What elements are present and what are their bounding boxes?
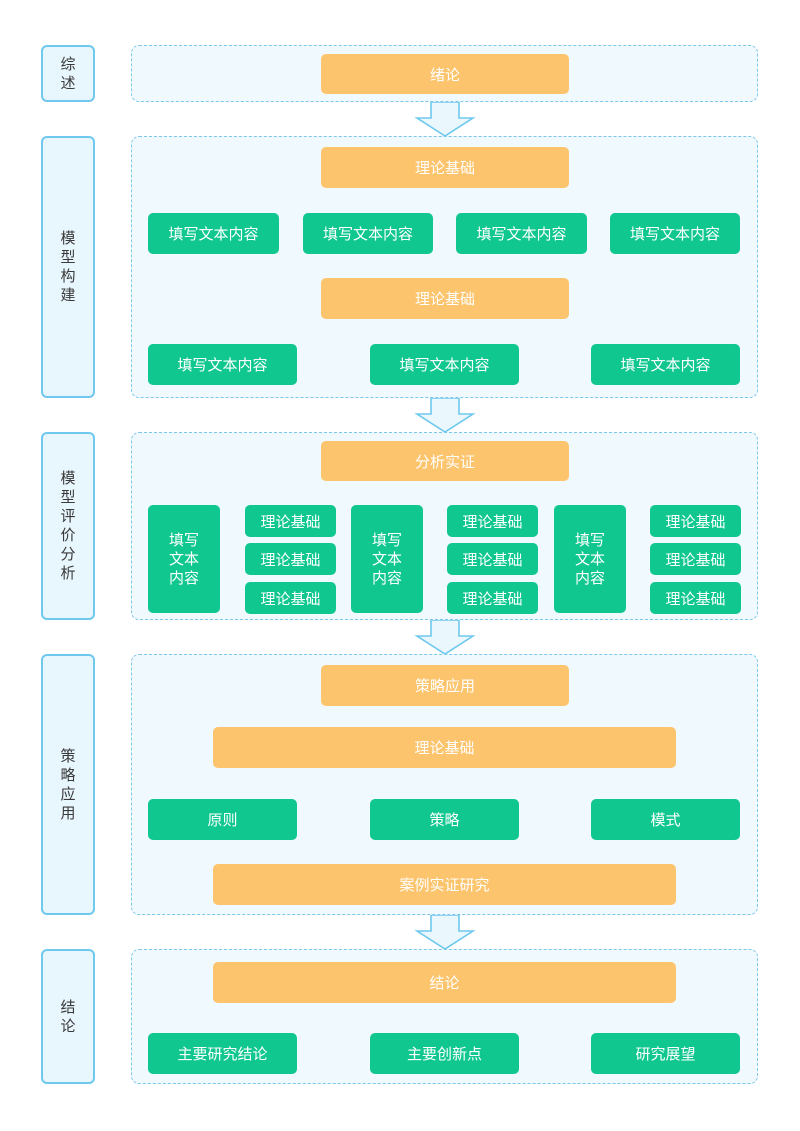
box-principle: 原则 bbox=[148, 799, 297, 840]
box-content-row2-3: 填写文本内容 bbox=[591, 344, 740, 385]
box-eval-group2-item3: 理论基础 bbox=[447, 582, 538, 614]
box-case-study: 案例实证研究 bbox=[213, 864, 676, 905]
box-main-findings: 主要研究结论 bbox=[148, 1033, 297, 1074]
box-eval-group1-item3: 理论基础 bbox=[245, 582, 336, 614]
box-analysis: 分析实证 bbox=[321, 441, 569, 481]
box-eval-group2-main: 填写文本内容 bbox=[351, 505, 423, 613]
box-strategy: 策略 bbox=[370, 799, 519, 840]
box-introduction: 绪论 bbox=[321, 54, 569, 94]
box-strategy-theory: 理论基础 bbox=[213, 727, 676, 768]
box-content-row1-1: 填写文本内容 bbox=[148, 213, 279, 254]
box-theory-middle: 理论基础 bbox=[321, 278, 569, 319]
box-eval-group1-main: 填写文本内容 bbox=[148, 505, 220, 613]
flow-arrow bbox=[414, 397, 476, 433]
box-eval-group3-item1: 理论基础 bbox=[650, 505, 741, 537]
section-label-overview: 综述 bbox=[41, 45, 95, 102]
box-eval-group1-item1: 理论基础 bbox=[245, 505, 336, 537]
box-eval-group1-item2: 理论基础 bbox=[245, 543, 336, 575]
box-content-row1-4: 填写文本内容 bbox=[610, 213, 740, 254]
box-eval-group2-item2: 理论基础 bbox=[447, 543, 538, 575]
box-outlook: 研究展望 bbox=[591, 1033, 740, 1074]
box-content-row1-2: 填写文本内容 bbox=[303, 213, 433, 254]
box-conclusion: 结论 bbox=[213, 962, 676, 1003]
box-theory-top: 理论基础 bbox=[321, 147, 569, 188]
box-mode: 模式 bbox=[591, 799, 740, 840]
section-label-model-eval: 模型评价分析 bbox=[41, 432, 95, 620]
box-eval-group3-main: 填写文本内容 bbox=[554, 505, 626, 613]
flow-arrow bbox=[414, 101, 476, 137]
box-content-row2-2: 填写文本内容 bbox=[370, 344, 519, 385]
section-label-conclusion: 结论 bbox=[41, 949, 95, 1084]
flow-arrow bbox=[414, 619, 476, 655]
section-label-strategy: 策略应用 bbox=[41, 654, 95, 915]
box-strategy-application: 策略应用 bbox=[321, 665, 569, 706]
box-content-row2-1: 填写文本内容 bbox=[148, 344, 297, 385]
box-eval-group3-item3: 理论基础 bbox=[650, 582, 741, 614]
section-label-model-build: 模型构建 bbox=[41, 136, 95, 398]
box-eval-group3-item2: 理论基础 bbox=[650, 543, 741, 575]
box-innovations: 主要创新点 bbox=[370, 1033, 519, 1074]
box-eval-group2-item1: 理论基础 bbox=[447, 505, 538, 537]
flow-arrow bbox=[414, 914, 476, 950]
box-content-row1-3: 填写文本内容 bbox=[456, 213, 587, 254]
